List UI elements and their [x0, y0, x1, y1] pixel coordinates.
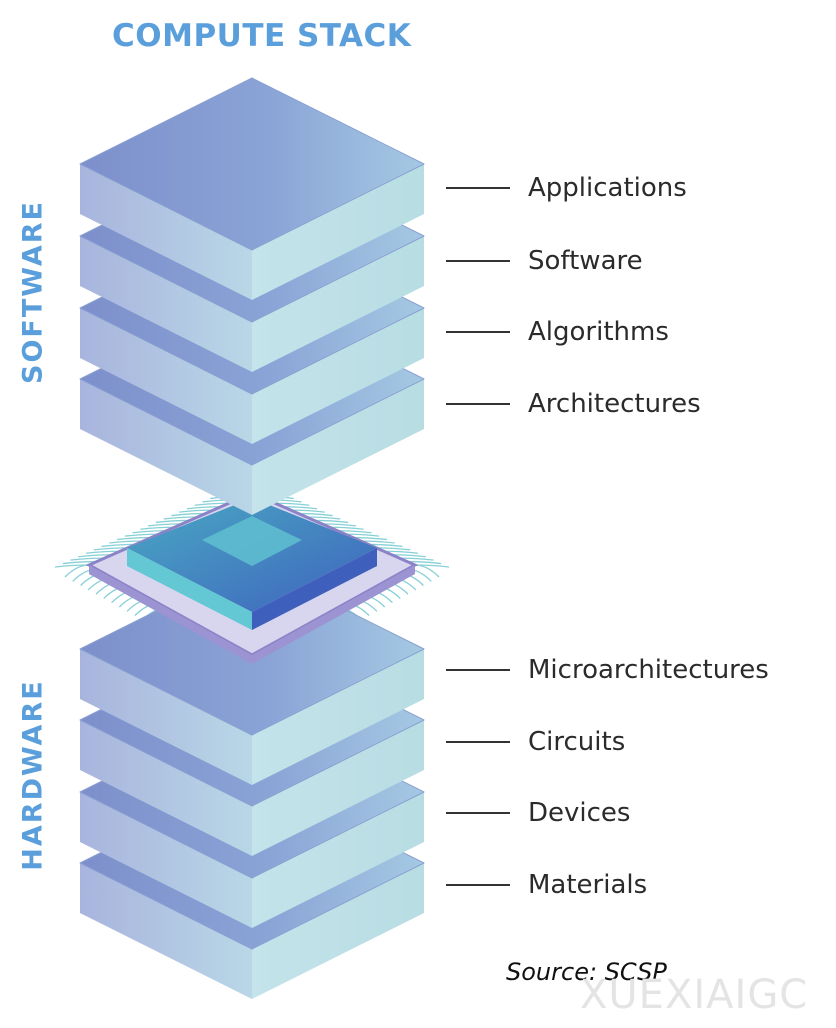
chip-pin [414, 564, 440, 578]
label-materials: Materials [528, 870, 648, 900]
label-microarchitectures: Microarchitectures [528, 655, 769, 685]
leader-software [446, 260, 510, 262]
software-layers [79, 77, 425, 515]
layer-applications [79, 77, 425, 300]
leader-applications [446, 187, 510, 189]
leader-architectures [446, 403, 510, 405]
source-credit: Source: SCSP [506, 958, 667, 986]
label-algorithms: Algorithms [528, 317, 669, 347]
label-circuits: Circuits [528, 727, 626, 757]
leader-algorithms [446, 331, 510, 333]
chip-pin [64, 564, 90, 578]
label-architectures: Architectures [528, 389, 701, 419]
leader-devices [446, 812, 510, 814]
label-devices: Devices [528, 798, 631, 828]
label-software: Software [528, 246, 643, 276]
leader-microarchitectures [446, 669, 510, 671]
diagram-title: COMPUTE STACK [112, 18, 412, 54]
leader-circuits [446, 741, 510, 743]
label-applications: Applications [528, 173, 687, 203]
chip-icon [85, 491, 419, 664]
leader-materials [446, 884, 510, 886]
hardware-layers [79, 562, 425, 999]
